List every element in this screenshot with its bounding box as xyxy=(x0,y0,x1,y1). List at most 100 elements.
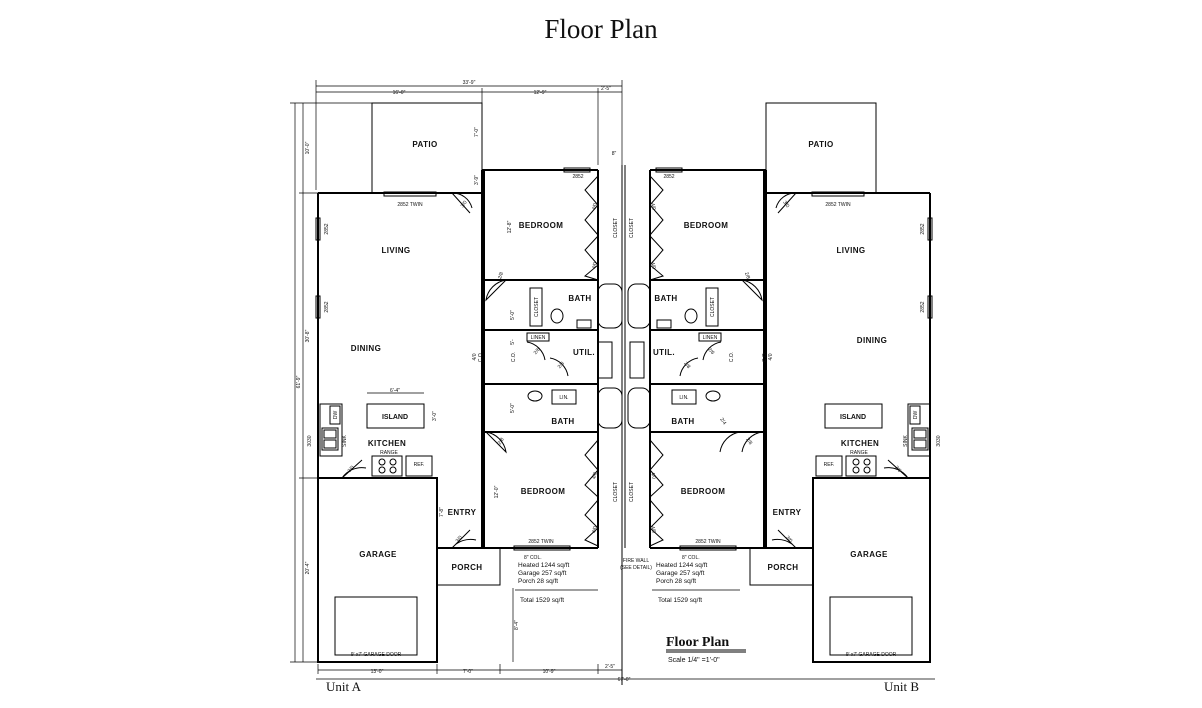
unit-b-label: Unit B xyxy=(884,679,919,694)
dim-top-seg3: 2'-5" xyxy=(601,86,611,92)
bottom-dimensions: 13'-0" 7'-0" 10'-9" 2'-5" 67'-0" xyxy=(316,664,935,685)
room-label-kitchen-b: KITCHEN xyxy=(841,439,879,448)
svg-text:RANGE: RANGE xyxy=(380,450,398,456)
svg-text:4/0: 4/0 xyxy=(649,262,657,270)
label-island-b: ISLAND xyxy=(840,414,866,421)
garage-door-a xyxy=(334,596,418,656)
svg-text:LIN.: LIN. xyxy=(679,395,688,401)
svg-text:CLOSET: CLOSET xyxy=(710,297,716,317)
dim-bot-seg1: 13'-0" xyxy=(371,669,384,675)
svg-text:2852 TWIN: 2852 TWIN xyxy=(825,202,851,208)
top-dimensions: 33'-9" 16'-0" 12'-9" 2'-5" 8" xyxy=(315,80,623,190)
svg-text:DW: DW xyxy=(333,411,339,420)
svg-text:2/4: 2/4 xyxy=(718,417,727,426)
svg-text:DW: DW xyxy=(913,411,919,420)
svg-text:9' x7' GARAGE DOOR: 9' x7' GARAGE DOOR xyxy=(846,652,897,658)
svg-text:2852: 2852 xyxy=(920,223,926,234)
svg-text:RANGE: RANGE xyxy=(850,450,868,456)
svg-text:CLOSET: CLOSET xyxy=(629,218,635,238)
svg-text:2/8: 2/8 xyxy=(497,271,505,280)
svg-text:12'-0": 12'-0" xyxy=(494,485,500,498)
room-label-bath: BATH xyxy=(568,294,591,303)
svg-text:3030: 3030 xyxy=(307,435,313,446)
dim-bot-seg2: 7'-0" xyxy=(463,669,473,675)
svg-text:2852: 2852 xyxy=(572,174,583,180)
svg-text:4/0: 4/0 xyxy=(649,472,657,480)
svg-text:3/0: 3/0 xyxy=(347,465,356,474)
dim-top-seg2: 12'-9" xyxy=(534,90,547,96)
dim-center: 8" xyxy=(612,151,617,157)
svg-text:CLOSET: CLOSET xyxy=(629,482,635,502)
dim-left-seg2: 30'-8" xyxy=(305,329,311,342)
svg-text:Total 1529 sq/ft: Total 1529 sq/ft xyxy=(658,597,702,604)
svg-text:REF.: REF. xyxy=(414,462,425,468)
svg-text:C.O.: C.O. xyxy=(478,352,484,362)
svg-text:2/8: 2/8 xyxy=(743,271,751,280)
svg-text:8" COL.: 8" COL. xyxy=(524,555,542,561)
dim-top-total: 33'-9" xyxy=(463,80,476,86)
left-dimensions: 61'-9" 10'-0" 30'-8" 20'-4" xyxy=(290,102,372,663)
svg-text:2/8: 2/8 xyxy=(497,437,506,446)
svg-text:4/0: 4/0 xyxy=(768,353,774,360)
svg-text:8" COL.: 8" COL. xyxy=(682,555,700,561)
svg-text:3/0: 3/0 xyxy=(460,200,469,209)
svg-text:C.O.: C.O. xyxy=(762,352,768,362)
room-label-util: UTIL. xyxy=(573,348,595,357)
svg-text:2/8: 2/8 xyxy=(682,361,691,370)
svg-text:Porch 28 sq/ft: Porch 28 sq/ft xyxy=(518,578,558,585)
room-label-patio: PATIO xyxy=(412,140,437,149)
room-label-bath-2: BATH xyxy=(551,417,574,426)
page-title: Floor Plan xyxy=(544,14,658,44)
svg-text:3'-0": 3'-0" xyxy=(432,411,438,421)
svg-text:2/8: 2/8 xyxy=(744,437,753,446)
svg-text:3/0: 3/0 xyxy=(893,465,902,474)
svg-text:5'-: 5'- xyxy=(510,339,516,345)
fire-wall-note: FIRE WALL (SEE DETAIL) xyxy=(620,165,652,685)
svg-text:LINEN: LINEN xyxy=(703,335,718,341)
svg-text:3/0: 3/0 xyxy=(455,535,464,544)
svg-text:4/0: 4/0 xyxy=(591,471,599,479)
svg-text:FIRE WALL: FIRE WALL xyxy=(623,558,649,564)
room-label-patio-b: PATIO xyxy=(808,140,833,149)
svg-text:2852 TWIN: 2852 TWIN xyxy=(528,539,554,545)
svg-text:2852 TWIN: 2852 TWIN xyxy=(397,202,423,208)
room-label-util-b: UTIL. xyxy=(653,348,675,357)
room-label-bath-b: BATH xyxy=(654,294,677,303)
svg-text:8'-4": 8'-4" xyxy=(514,620,520,630)
svg-text:2/8: 2/8 xyxy=(557,361,566,370)
svg-text:C.O.: C.O. xyxy=(729,352,735,362)
room-label-porch: PORCH xyxy=(452,563,483,572)
unit-b-plan: PATIO 2852 TWIN 2852 2852 3/0 LIVING DIN… xyxy=(627,102,942,663)
room-label-garage-b: GARAGE xyxy=(850,550,888,559)
svg-text:4/0: 4/0 xyxy=(591,202,599,210)
svg-text:6'-4": 6'-4" xyxy=(390,388,400,394)
svg-text:2852: 2852 xyxy=(920,301,926,312)
room-label-bedroom-b-2: BEDROOM xyxy=(681,487,726,496)
svg-text:LIN.: LIN. xyxy=(559,395,568,401)
room-label-bedroom-2: BEDROOM xyxy=(521,487,566,496)
svg-text:SINK: SINK xyxy=(903,435,909,447)
svg-text:REF.: REF. xyxy=(824,462,835,468)
room-label-bedroom: BEDROOM xyxy=(519,221,564,230)
room-label-bedroom-b: BEDROOM xyxy=(684,221,729,230)
dim-left-seg1: 10'-0" xyxy=(305,141,311,154)
svg-text:7'-8": 7'-8" xyxy=(439,507,445,517)
unit-a-plan: PATIO 7'-0" 3'-9" 2852 TWIN 2852 2852 3/… xyxy=(307,102,623,663)
dim-left-seg3: 20'-4" xyxy=(305,561,311,574)
room-label-entry: ENTRY xyxy=(448,508,477,517)
room-label-garage: GARAGE xyxy=(359,550,397,559)
window-twin-living xyxy=(383,191,437,197)
room-label-dining-b: DINING xyxy=(857,336,887,345)
svg-text:CLOSET: CLOSET xyxy=(613,482,619,502)
room-label-dining: DINING xyxy=(351,344,381,353)
svg-text:(SEE DETAIL): (SEE DETAIL) xyxy=(620,565,652,571)
svg-text:Total 1529 sq/ft: Total 1529 sq/ft xyxy=(520,597,564,604)
svg-text:LINEN: LINEN xyxy=(531,335,546,341)
label-island: ISLAND xyxy=(382,414,408,421)
svg-text:2852: 2852 xyxy=(324,223,330,234)
room-label-entry-b: ENTRY xyxy=(773,508,802,517)
dim-bot-seg4: 2'-5" xyxy=(605,664,615,670)
svg-text:Porch 28 sq/ft: Porch 28 sq/ft xyxy=(656,578,696,585)
svg-text:2852 TWIN: 2852 TWIN xyxy=(695,539,721,545)
svg-text:2852: 2852 xyxy=(324,301,330,312)
